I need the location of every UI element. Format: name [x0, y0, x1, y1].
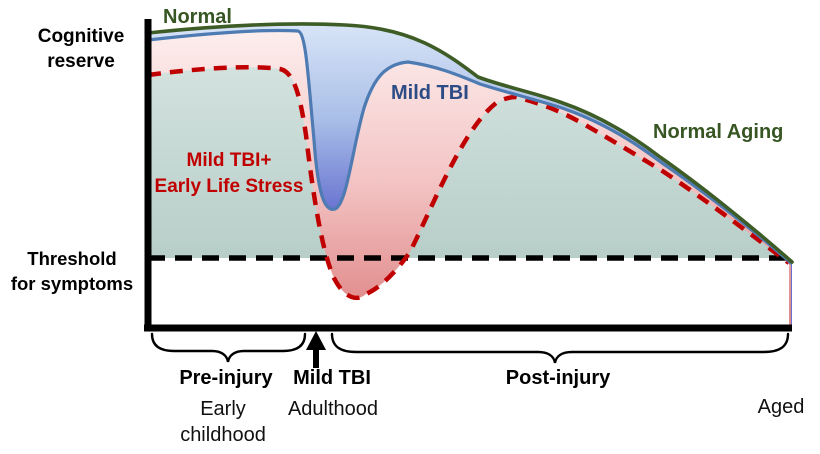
post-injury-label: Post-injury: [506, 367, 611, 389]
normal-aging-label: Normal Aging: [653, 121, 783, 143]
stage-aged-label: Aged: [758, 396, 805, 418]
els-curve-label-2: Early Life Stress: [155, 176, 304, 197]
pre-injury-brace: [150, 332, 307, 363]
normal-curve: [146, 22, 794, 264]
y-axis-label: Cognitive: [38, 26, 125, 47]
stage-adulthood-label: Adulthood: [288, 398, 378, 420]
els-curve-label: Mild TBI+: [187, 150, 272, 171]
els-curve: [147, 64, 791, 301]
stage-early-label: Early: [200, 398, 246, 420]
y-axis-label-2: reserve: [47, 51, 115, 72]
threshold-label-2: for symptoms: [11, 273, 133, 294]
injury-event-label: Mild TBI: [293, 367, 371, 389]
mild-tbi-curve: [146, 28, 793, 265]
mild-tbi-curve-label: Mild TBI: [391, 82, 469, 104]
pre-injury-label: Pre-injury: [179, 367, 273, 389]
normal-curve-label: Normal: [163, 6, 232, 28]
post-injury-brace: [330, 332, 790, 364]
injury-arrow-icon: [306, 331, 326, 368]
below-threshold-mask: [148, 258, 789, 331]
threshold-label: Threshold: [27, 248, 116, 269]
stage-childhood-label: childhood: [180, 424, 266, 446]
reserve-above-threshold-fill: [148, 67, 783, 258]
